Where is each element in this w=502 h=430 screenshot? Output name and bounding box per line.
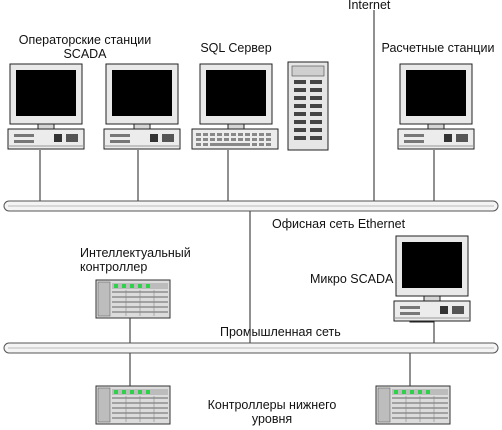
calc-station [397, 63, 475, 150]
operator-stations-label: Операторские станции SCADA [14, 33, 156, 61]
intelligent-controller-label: Интеллектуальный контроллер [80, 246, 191, 274]
intelligent-controller [95, 279, 171, 319]
lower-controllers-label-line2: уровня [251, 412, 293, 426]
sql-server-label: SQL Сервер [200, 41, 272, 55]
office-network-label: Офисная сеть Ethernet [272, 217, 406, 231]
lower-controllers-label: Контроллеры нижнего уровня [198, 398, 346, 426]
industrial-network-label: Промышленная сеть [220, 325, 341, 339]
micro-scada-label: Микро SCADA [310, 272, 394, 286]
server-tower-icon [287, 61, 329, 151]
calc-stations-label: Расчетные станции [381, 41, 495, 55]
operator-stations-label-line2: SCADA [63, 47, 107, 61]
lower-controllers-label-line1: Контроллеры нижнего [207, 398, 337, 412]
lower-controller-1 [95, 385, 171, 425]
micro-scada-station [393, 235, 471, 322]
connection-lines [39, 10, 435, 386]
industrial-network-bus [3, 342, 499, 354]
office-ethernet-bus [3, 200, 499, 212]
operator-station-2 [103, 63, 181, 150]
operator-station-1 [7, 63, 85, 150]
sql-server-station [191, 63, 279, 150]
lower-controller-2 [375, 385, 451, 425]
intelligent-controller-label-line1: Интеллектуальный [80, 246, 191, 260]
internet-label: Internet [348, 0, 391, 12]
operator-stations-label-line1: Операторские станции [18, 33, 152, 47]
intelligent-controller-label-line2: контроллер [80, 260, 148, 274]
